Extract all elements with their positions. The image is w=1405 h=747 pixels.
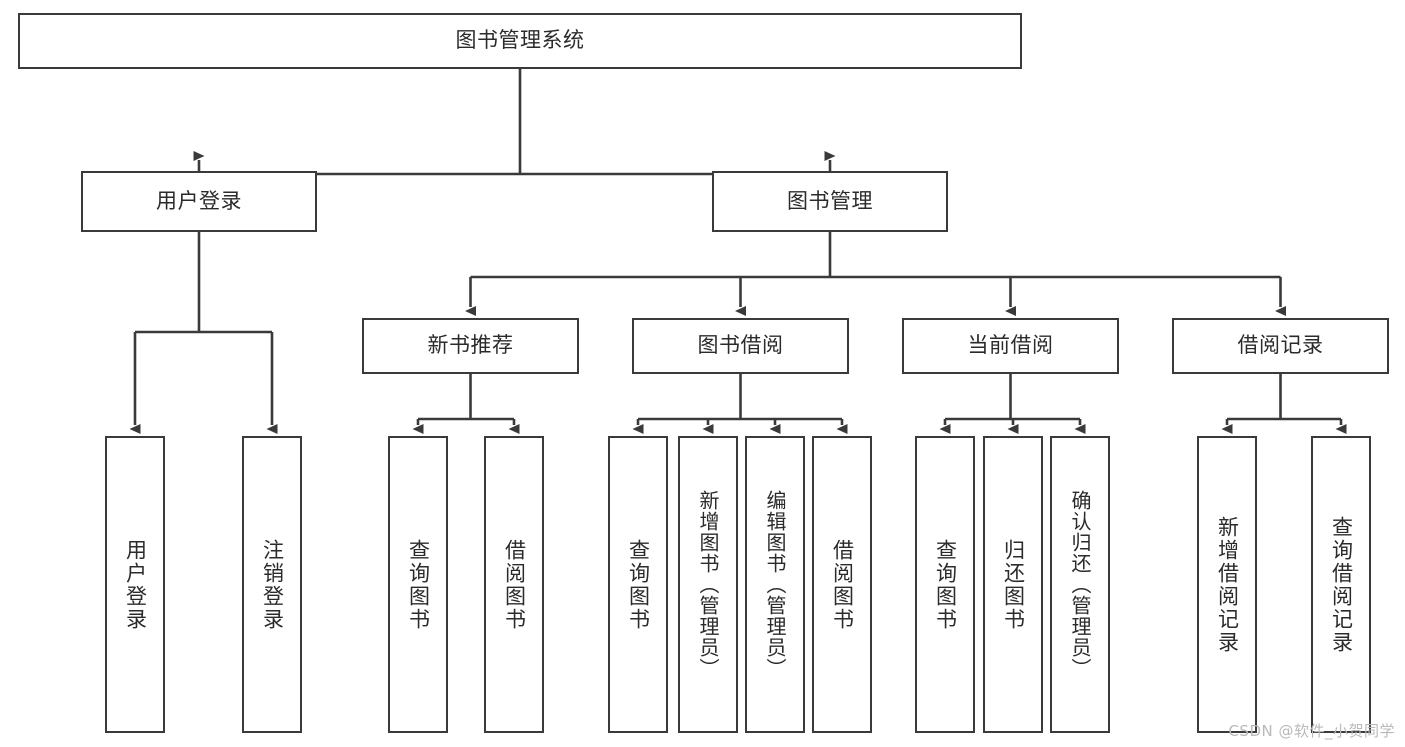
node-root[interactable]: 图书管理系统 — [18, 13, 1022, 69]
node-label: 新增图书（管理员） — [696, 490, 720, 679]
csdn-watermark: CSDN @软件_小贺同学 — [1228, 722, 1395, 740]
node-book-borrow[interactable]: 图书借阅 — [632, 318, 849, 374]
node-label: 注销登录 — [260, 538, 285, 631]
node-label: 图书管理系统 — [455, 28, 585, 53]
node-leaf-query-book-3[interactable]: 查询图书 — [915, 436, 975, 733]
node-label: 借阅图书 — [502, 538, 527, 631]
node-new-book-recommend[interactable]: 新书推荐 — [362, 318, 579, 374]
node-leaf-query-book-2[interactable]: 查询图书 — [608, 436, 668, 733]
node-leaf-confirm-return[interactable]: 确认归还（管理员） — [1050, 436, 1110, 733]
node-label: 新增借阅记录 — [1215, 515, 1240, 654]
node-leaf-return-book[interactable]: 归还图书 — [983, 436, 1043, 733]
node-leaf-user-logout[interactable]: 注销登录 — [242, 436, 302, 733]
node-label: 查询图书 — [626, 538, 651, 631]
node-label: 新书推荐 — [427, 333, 514, 358]
node-label: 编辑图书（管理员） — [763, 490, 787, 679]
node-label: 查询借阅记录 — [1329, 515, 1354, 654]
node-book-management[interactable]: 图书管理 — [712, 171, 948, 232]
node-leaf-add-record[interactable]: 新增借阅记录 — [1197, 436, 1257, 733]
node-label: 当前借阅 — [967, 333, 1054, 358]
node-label: 图书管理 — [787, 188, 873, 213]
node-leaf-add-book[interactable]: 新增图书（管理员） — [678, 436, 738, 733]
node-leaf-query-record[interactable]: 查询借阅记录 — [1311, 436, 1371, 733]
node-label: 归还图书 — [1001, 538, 1026, 631]
node-leaf-edit-book[interactable]: 编辑图书（管理员） — [745, 436, 805, 733]
node-borrow-record[interactable]: 借阅记录 — [1172, 318, 1389, 374]
node-label: 借阅记录 — [1237, 333, 1324, 358]
node-label: 用户登录 — [156, 188, 242, 213]
node-leaf-query-book-1[interactable]: 查询图书 — [388, 436, 448, 733]
node-leaf-borrow-book-2[interactable]: 借阅图书 — [812, 436, 872, 733]
node-leaf-borrow-book-1[interactable]: 借阅图书 — [484, 436, 544, 733]
node-current-borrow[interactable]: 当前借阅 — [902, 318, 1119, 374]
node-label: 查询图书 — [933, 538, 958, 631]
node-label: 图书借阅 — [697, 333, 784, 358]
node-label: 借阅图书 — [830, 538, 855, 631]
node-label: 用户登录 — [123, 538, 148, 631]
node-label: 查询图书 — [406, 538, 431, 631]
node-label: 确认归还（管理员） — [1068, 490, 1092, 679]
node-leaf-user-login[interactable]: 用户登录 — [105, 436, 165, 733]
node-user-login[interactable]: 用户登录 — [81, 171, 317, 232]
